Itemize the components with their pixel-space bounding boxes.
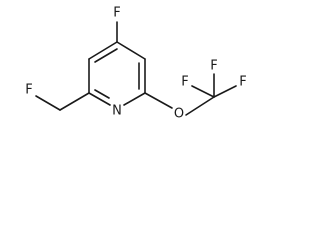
bond-c6-n1 [123, 92, 146, 106]
atom-fluorine-methyl: F [25, 83, 32, 98]
bond-c3-c4-inner [94, 48, 118, 63]
atom-oxygen: O [174, 107, 184, 122]
atom-fluorine-top: F [113, 6, 120, 21]
bond-c6-o [144, 92, 173, 109]
atom-labels: F F N O F F F [25, 6, 246, 122]
bond-c3-c4 [88, 41, 118, 60]
substituent-bonds [35, 21, 237, 116]
bond-ch2-f [35, 95, 61, 111]
pyridine-ring [88, 41, 146, 106]
bond-cf3-f-left [191, 85, 215, 98]
bond-c2-ch2 [59, 92, 90, 111]
bond-n1-c2-inner [94, 89, 110, 99]
bond-c4-c5 [116, 41, 146, 60]
atom-fluorine-cf3-right: F [239, 75, 246, 90]
bond-o-cf3 [185, 96, 215, 116]
bond-cf3-f-right [213, 85, 237, 98]
bond-n1-c2 [88, 92, 111, 106]
atom-fluorine-cf3-top: F [210, 59, 217, 74]
atom-nitrogen: N [112, 104, 122, 119]
chemical-structure: F F N O F F F [25, 6, 246, 122]
atom-fluorine-cf3-left: F [181, 75, 188, 90]
